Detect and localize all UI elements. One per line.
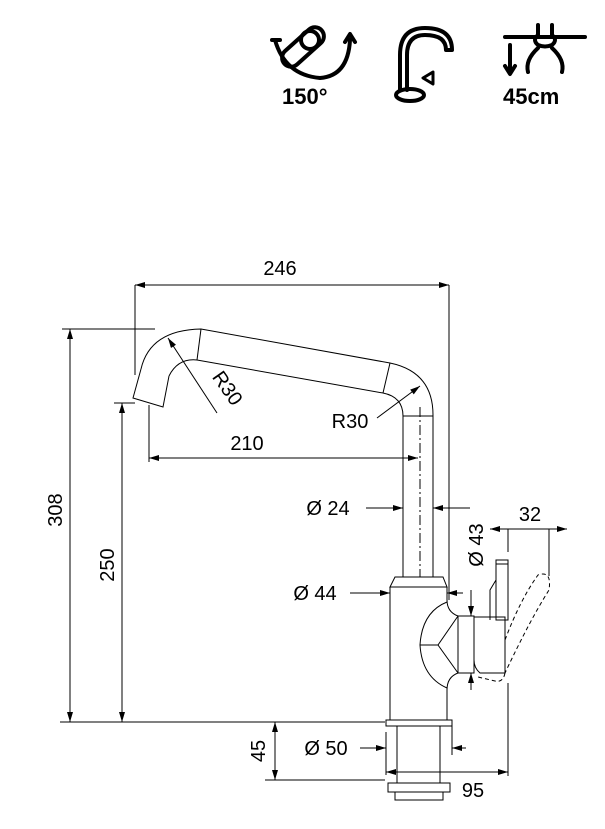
radius-right: R30 xyxy=(332,385,421,433)
dimension-32: 32 xyxy=(490,504,567,576)
svg-text:95: 95 xyxy=(462,780,484,802)
svg-text:R30: R30 xyxy=(207,367,246,410)
svg-text:R30: R30 xyxy=(332,411,369,433)
svg-text:Ø 44: Ø 44 xyxy=(293,583,336,605)
spout xyxy=(132,328,434,577)
faucet-body xyxy=(385,559,550,801)
svg-text:250: 250 xyxy=(97,548,119,581)
svg-text:Ø 24: Ø 24 xyxy=(306,498,349,520)
dimension-308: 308 xyxy=(45,328,385,723)
svg-text:45: 45 xyxy=(248,740,270,762)
dimension-95: 95 xyxy=(386,683,509,802)
swivel-150-icon: 150° xyxy=(270,25,357,109)
dimension-246: 246 xyxy=(134,258,450,600)
dimension-base-diameter: Ø 50 xyxy=(304,726,466,775)
svg-text:Ø 43: Ø 43 xyxy=(466,523,488,566)
svg-text:Ø 50: Ø 50 xyxy=(304,738,347,760)
svg-text:246: 246 xyxy=(263,258,296,280)
dimension-210: 210 xyxy=(148,405,418,462)
svg-text:308: 308 xyxy=(45,493,67,526)
svg-text:32: 32 xyxy=(519,504,541,526)
dimension-cartridge-diameter: Ø 43 xyxy=(466,523,488,690)
swivel-angle-label: 150° xyxy=(282,84,328,109)
spout-shape-icon xyxy=(394,26,454,103)
dimension-body-diameter: Ø 44 xyxy=(293,583,463,605)
dimension-250: 250 xyxy=(97,402,135,722)
svg-text:210: 210 xyxy=(230,433,263,455)
radius-left: R30 xyxy=(167,337,246,414)
pull-out-hose-icon: 45cm xyxy=(503,23,587,109)
dimension-tube-diameter: Ø 24 xyxy=(306,498,470,520)
hose-length-label: 45cm xyxy=(503,84,559,109)
dimension-shank-length: 45 xyxy=(248,722,385,781)
